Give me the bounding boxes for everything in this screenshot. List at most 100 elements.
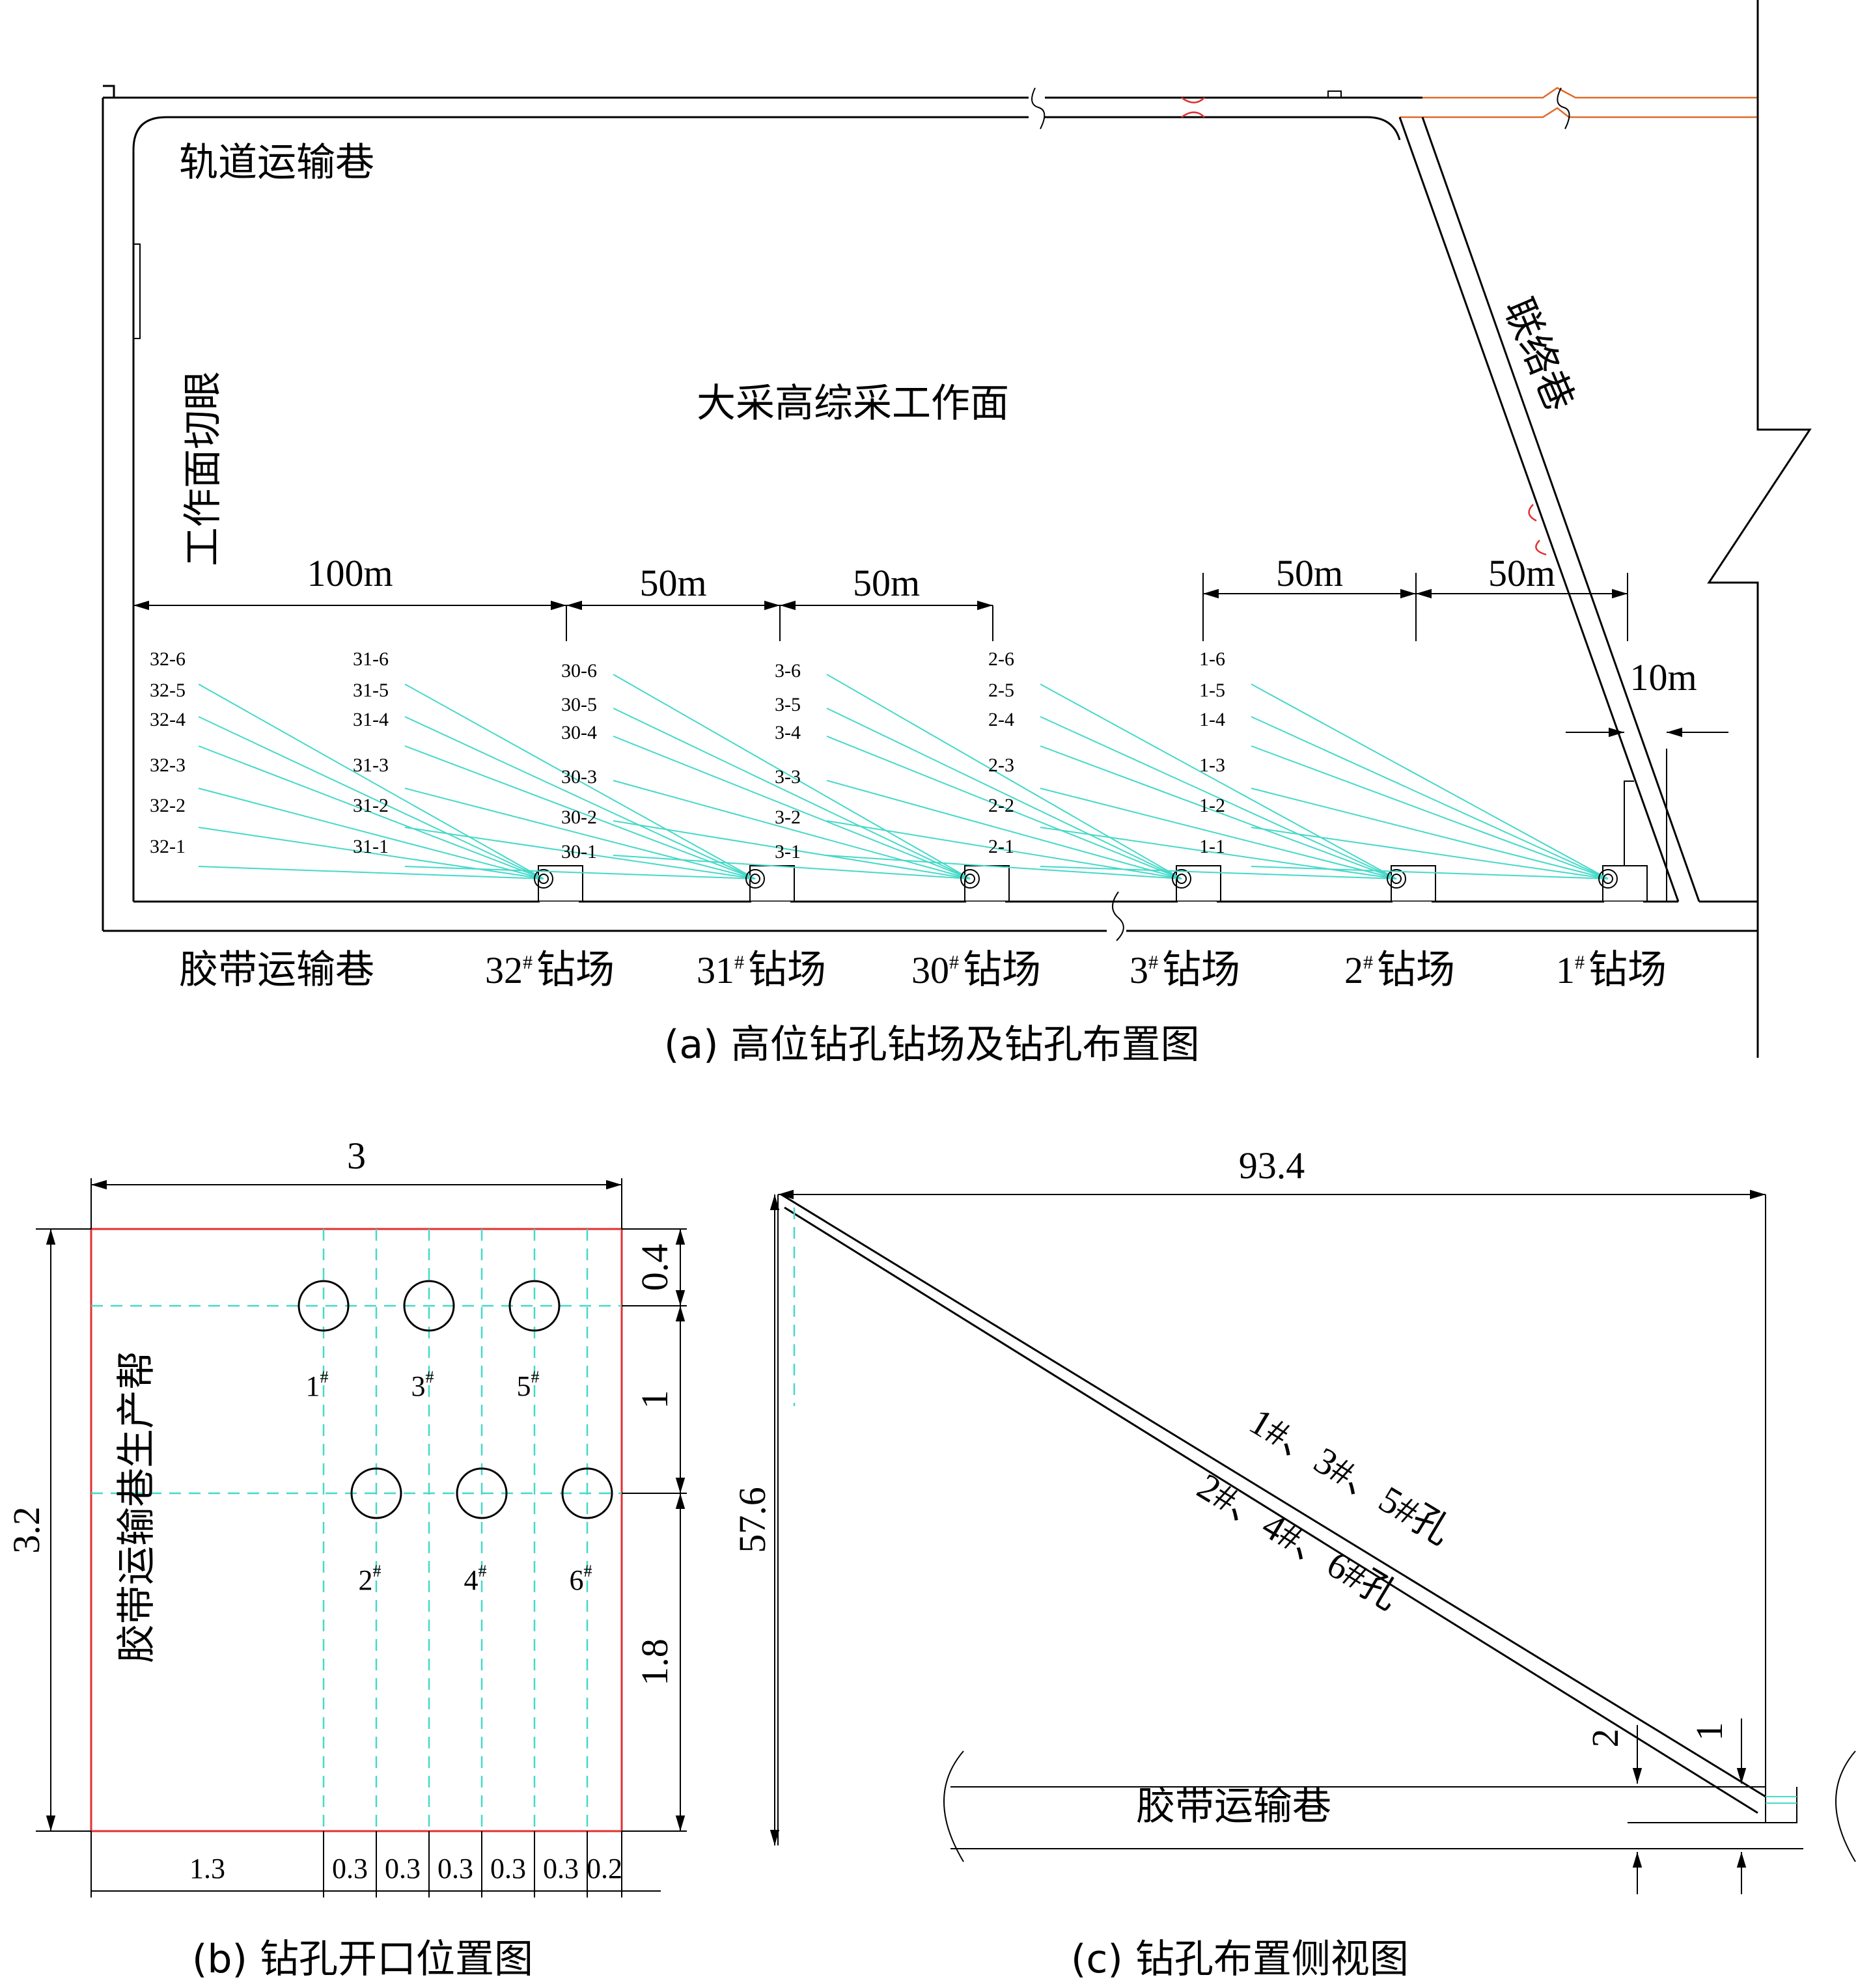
hole-2-circle <box>350 1467 402 1519</box>
borehole-label: 30-1 <box>561 841 597 863</box>
break-right-c <box>1835 1750 1856 1862</box>
field-label: 1#钻场 <box>1556 947 1667 993</box>
field-31: 31-631-531-431-331-231-131#钻场 <box>353 648 826 993</box>
break-mark-top-right <box>1557 87 1570 130</box>
dim-93-4-label: 93.4 <box>1239 1144 1305 1187</box>
borehole-line <box>404 683 756 879</box>
notch-gap <box>540 902 579 905</box>
notch-gap <box>1393 902 1432 905</box>
dimension-ticks <box>566 573 1628 641</box>
dim-0-4-label: 0.4 <box>633 1244 676 1291</box>
borehole-label: 1-4 <box>1199 709 1225 730</box>
dim-100m-label: 100m <box>307 552 393 594</box>
opening-frame <box>90 1228 623 1832</box>
borehole-label: 2-5 <box>988 680 1014 701</box>
panel-c-caption: (c) 钻孔布置侧视图 <box>1071 1937 1409 1982</box>
borehole-label: 1-6 <box>1199 648 1225 670</box>
connection-roadway-left <box>1398 117 1680 902</box>
borehole-line <box>826 708 1182 879</box>
field-notch <box>538 865 583 902</box>
borehole-line <box>1251 716 1609 879</box>
opening-holes: 1#3#5#2#4#6# <box>298 1280 613 1596</box>
dim-50m-d-label: 50m <box>1488 552 1555 594</box>
rail-roadway-label: 轨道运输巷 <box>179 140 374 186</box>
field-2: 2-62-52-42-32-22-12#钻场 <box>988 648 1455 993</box>
field-1: 1-61-51-41-31-21-11#钻场 <box>1199 648 1667 993</box>
field-label: 3#钻场 <box>1130 947 1240 993</box>
borehole-line <box>404 745 756 879</box>
hole-5-label: 5# <box>517 1368 540 1402</box>
borehole-line <box>198 827 544 879</box>
borehole-line <box>1251 827 1609 879</box>
hole-5-circle <box>508 1280 561 1332</box>
field-label: 30#钻场 <box>911 947 1041 993</box>
belt-roadway-label-c: 胶带运输巷 <box>1136 1784 1331 1829</box>
upper-borehole-line <box>781 1193 1766 1798</box>
borehole-label: 32-3 <box>150 754 186 776</box>
borehole-label: 1-2 <box>1199 795 1225 816</box>
borehole-line <box>1040 683 1397 879</box>
hole-1-circle <box>298 1280 350 1332</box>
borehole-label: 32-1 <box>150 836 186 857</box>
borehole-label: 3-5 <box>775 694 801 715</box>
drill-collar-inner <box>538 874 549 884</box>
cut-hole-top-notch <box>103 85 115 98</box>
hole-4-label: 4# <box>464 1562 487 1596</box>
dim-50m-b-label: 50m <box>853 562 920 604</box>
break-mark-bottom <box>1112 891 1124 941</box>
dim-10m-label: 10m <box>1629 656 1697 698</box>
bottom-dim-label: 1.3 <box>189 1853 225 1884</box>
borehole-line <box>404 716 756 879</box>
borehole-label: 30-4 <box>561 722 597 743</box>
borehole-line <box>404 827 756 879</box>
field-notch <box>1176 865 1221 902</box>
working-face-label: 大采高综采工作面 <box>697 381 1009 426</box>
field-30: 30-630-530-430-330-230-130#钻场 <box>561 660 1041 993</box>
dim-height-3-2-label: 3.2 <box>5 1506 48 1554</box>
borehole-line <box>1040 745 1397 879</box>
borehole-line <box>826 855 1182 879</box>
borehole-label: 32-5 <box>150 680 186 701</box>
dim-57-6-label: 57.6 <box>731 1487 773 1553</box>
dim-1-label: 1 <box>1688 1722 1730 1741</box>
borehole-label: 31-4 <box>353 709 389 730</box>
rail-roadway-inner-mid <box>1045 116 1401 141</box>
borehole-line <box>1251 788 1609 879</box>
borehole-line <box>404 866 756 879</box>
borehole-label: 31-5 <box>353 680 389 701</box>
borehole-label: 1-5 <box>1199 680 1225 701</box>
borehole-label: 32-2 <box>150 795 186 816</box>
drill-collar-outer <box>960 869 980 889</box>
borehole-line <box>1040 716 1397 879</box>
hole-1-label: 1# <box>306 1368 329 1402</box>
hole-3-label: 3# <box>411 1368 434 1402</box>
borehole-line <box>613 820 971 879</box>
borehole-label: 3-1 <box>775 841 801 863</box>
field-32: 32-632-532-432-332-232-132#钻场 <box>150 648 615 993</box>
drill-collar-inner <box>1603 874 1613 884</box>
borehole-label: 2-1 <box>988 836 1014 857</box>
field-label: 31#钻场 <box>697 947 826 993</box>
dim-1-label: 1 <box>633 1390 676 1409</box>
borehole-label: 31-3 <box>353 754 389 776</box>
hole-3-circle <box>403 1280 455 1332</box>
field-label: 32#钻场 <box>485 947 615 993</box>
belt-roadway-section <box>950 1786 1803 1849</box>
borehole-line <box>1040 788 1397 879</box>
borehole-label: 3-6 <box>775 660 801 682</box>
hole-6-circle <box>561 1467 613 1519</box>
dim-width-3-label: 3 <box>347 1135 366 1177</box>
panel-a-caption: (a) 高位钻孔钻场及钻孔布置图 <box>664 1022 1200 1068</box>
field-3: 3-63-53-43-33-23-13#钻场 <box>775 660 1240 993</box>
panel-a: 32-632-532-432-332-232-132#钻场31-631-531-… <box>102 0 1812 1068</box>
hole-6-label: 6# <box>570 1562 592 1596</box>
borehole-label: 3-2 <box>775 807 801 828</box>
borehole-line <box>198 866 544 879</box>
side-wall-label: 胶带运输巷生产帮 <box>114 1351 159 1663</box>
borehole-line <box>198 745 544 879</box>
